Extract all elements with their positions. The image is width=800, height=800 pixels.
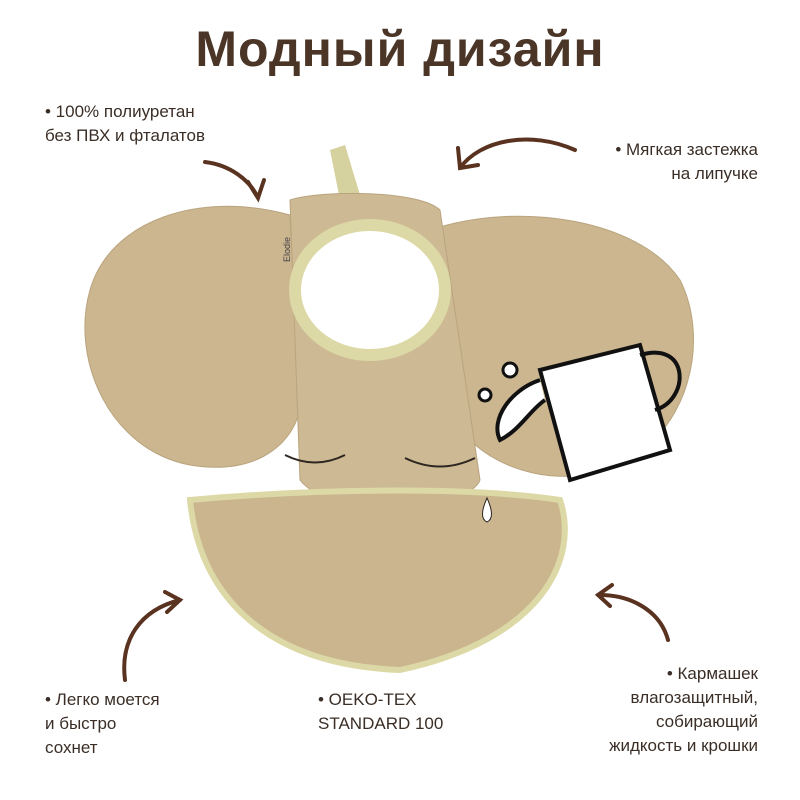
note-certificate: • OEKO-TEX STANDARD 100 (318, 688, 443, 736)
arrow-washable (122, 590, 184, 682)
arrow-fastener (456, 137, 577, 171)
bib-pocket (186, 487, 568, 674)
cup-icon (477, 342, 682, 483)
note-fastener: • Мягкая застежка на липучке (615, 138, 758, 186)
note-line: • Мягкая застежка (615, 140, 758, 159)
note-line: и быстро (45, 714, 117, 733)
drop-icon (482, 496, 492, 523)
neck-opening (289, 219, 451, 361)
note-line: • Кармашек (666, 664, 758, 683)
note-line: • 100% полиуретан (45, 102, 195, 121)
brand-tag: Elodie (282, 237, 292, 262)
note-line: на липучке (671, 164, 758, 183)
note-washable: • Легко моется и быстро сохнет (45, 688, 160, 760)
note-line: • OEKO-TEX (318, 690, 417, 709)
strap-tab (330, 145, 360, 200)
note-line: • Легко моется (45, 690, 160, 709)
note-line: собирающий (655, 712, 758, 731)
note-line: жидкость и крошки (609, 736, 758, 755)
arrow-material (203, 160, 266, 203)
note-line: без ПВХ и фталатов (45, 126, 205, 145)
left-ear (84, 205, 301, 468)
note-pocket: • Кармашек влагозащитный, собирающий жид… (609, 662, 758, 758)
note-material: • 100% полиуретан без ПВХ и фталатов (45, 100, 205, 148)
note-line: сохнет (45, 738, 98, 757)
note-line: влагозащитный, (630, 688, 758, 707)
arrow-pocket (594, 583, 670, 642)
left-eye-icon (284, 454, 346, 464)
page-title: Модный дизайн (195, 21, 605, 77)
note-line: STANDARD 100 (318, 714, 444, 733)
right-eye-icon (404, 457, 476, 468)
